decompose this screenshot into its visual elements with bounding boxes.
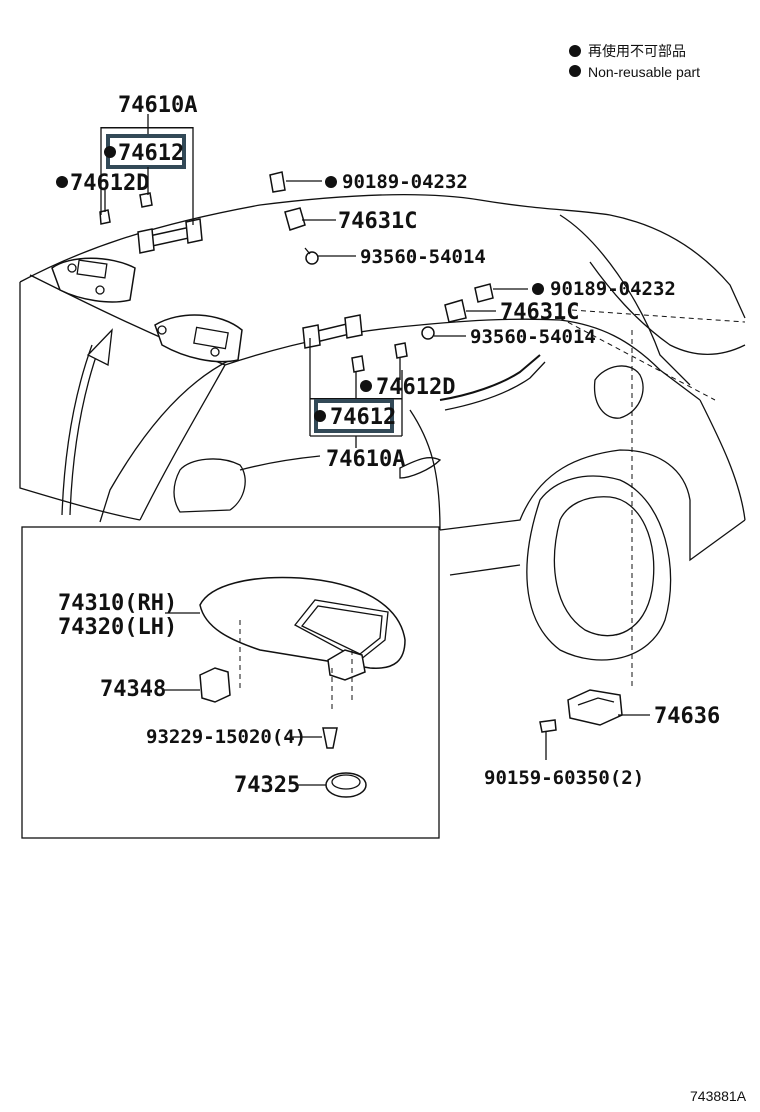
legend-text-en: Non-reusable part [588, 64, 700, 80]
label-90189-top: 90189-04232 [342, 171, 468, 193]
dash-line-1 [571, 309, 746, 323]
label-74612-top: 74612 [118, 141, 184, 166]
sun-visor-drawing [199, 576, 406, 710]
label-93229: 93229-15020(4) [146, 726, 306, 748]
label-74610A-mid: 74610A [326, 447, 405, 472]
pointer-arrow-line [69, 344, 101, 516]
assist-grip-mid [302, 314, 408, 373]
visor-sketch-left [51, 257, 136, 303]
nonreusable-dot [104, 146, 116, 158]
label-74612-mid: 74612 [330, 405, 396, 430]
label-93560-top: 93560-54014 [360, 246, 486, 268]
nonreusable-dot [56, 176, 68, 188]
label-90189-mid: 90189-04232 [550, 278, 676, 300]
label-74612D-mid: 74612D [376, 375, 455, 400]
visor-holder-74348 [199, 667, 231, 703]
pointer-arrow-head [86, 328, 113, 366]
label-93560-mid: 93560-54014 [470, 326, 596, 348]
legend-text-jp: 再使用不可部品 [588, 43, 686, 59]
legend-dot-en [569, 65, 581, 77]
label-90159: 90159-60350(2) [484, 767, 644, 789]
assist-grip-top [99, 192, 203, 254]
inset-box [21, 526, 440, 839]
label-74612D-top: 74612D [70, 171, 149, 196]
legend-dot-jp [569, 45, 581, 57]
label-74325: 74325 [234, 773, 300, 798]
label-74636: 74636 [654, 704, 720, 729]
label-74631C-mid: 74631C [500, 300, 579, 325]
pointer-arrow-line2 [61, 344, 93, 516]
screw-93560-top [304, 247, 319, 265]
clip-90189-top [269, 171, 286, 193]
clip-74631C-top [284, 207, 306, 231]
diagram-id: 743881A [690, 1088, 747, 1104]
dash-line-3 [559, 317, 716, 401]
screw-93560-mid [421, 326, 435, 340]
nonreusable-dot [325, 176, 337, 188]
visor-holder-74636 [567, 689, 623, 726]
screw-93229 [322, 727, 338, 749]
label-74631C-top: 74631C [338, 209, 417, 234]
cap-74325 [325, 772, 367, 798]
label-74320: 74320(LH) [58, 615, 177, 640]
nonreusable-dot [360, 380, 372, 392]
label-74610A-top: 74610A [118, 93, 197, 118]
clip-74631C-mid [444, 299, 467, 323]
visor-sketch-right [154, 314, 243, 363]
clip-90189-mid [474, 283, 494, 303]
screw-90159 [539, 719, 557, 760]
nonreusable-dot [314, 410, 326, 422]
label-74310: 74310(RH) [58, 591, 177, 616]
label-74348: 74348 [100, 677, 166, 702]
nonreusable-dot [532, 283, 544, 295]
